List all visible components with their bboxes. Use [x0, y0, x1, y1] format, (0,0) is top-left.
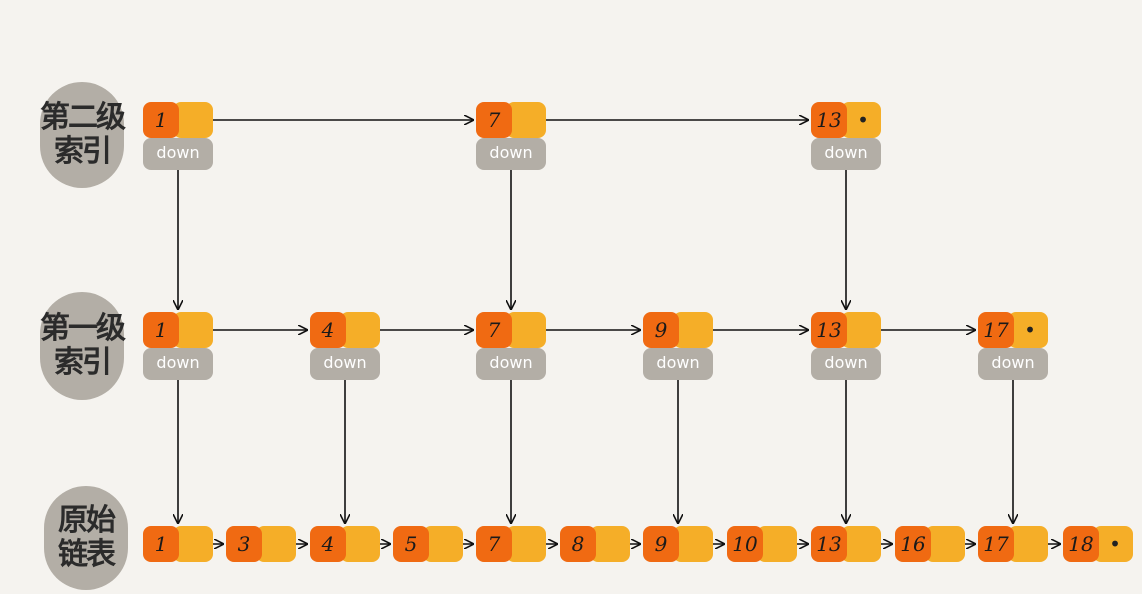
node-value: 10 — [727, 526, 763, 562]
node-value: 9 — [643, 526, 679, 562]
level2-index-label: 第二级 索引 — [40, 82, 126, 188]
next-pointer — [340, 526, 380, 562]
next-pointer — [506, 526, 546, 562]
base-label-line2: 链表 — [58, 537, 116, 572]
next-pointer — [673, 526, 713, 562]
down-pointer: down — [310, 348, 380, 380]
node-value: 4 — [310, 312, 346, 348]
next-pointer — [673, 312, 713, 348]
null-pointer-dot: • — [1109, 532, 1121, 556]
node-value: 7 — [476, 102, 512, 138]
node-value: 7 — [476, 312, 512, 348]
node-value: 3 — [226, 526, 262, 562]
level1-index-label: 第一级 索引 — [40, 292, 126, 400]
level2-label-line1: 第二级 — [40, 100, 126, 135]
next-pointer — [841, 526, 881, 562]
next-pointer — [925, 526, 965, 562]
next-pointer — [256, 526, 296, 562]
node-value: 1 — [143, 102, 179, 138]
next-pointer — [340, 312, 380, 348]
next-pointer — [506, 312, 546, 348]
next-pointer — [1093, 526, 1133, 562]
down-pointer: down — [143, 348, 213, 380]
node-value: 13 — [811, 312, 847, 348]
down-pointer: down — [476, 348, 546, 380]
node-value: 5 — [393, 526, 429, 562]
node-value: 18 — [1063, 526, 1099, 562]
next-pointer — [590, 526, 630, 562]
node-value: 8 — [560, 526, 596, 562]
down-pointer: down — [643, 348, 713, 380]
down-pointer: down — [476, 138, 546, 170]
down-pointer: down — [978, 348, 1048, 380]
next-pointer — [423, 526, 463, 562]
node-value: 13 — [811, 102, 847, 138]
node-value: 16 — [895, 526, 931, 562]
node-value: 1 — [143, 526, 179, 562]
next-pointer — [173, 312, 213, 348]
node-value: 17 — [978, 526, 1014, 562]
down-pointer: down — [811, 138, 881, 170]
next-pointer — [841, 312, 881, 348]
next-pointer — [506, 102, 546, 138]
node-value: 4 — [310, 526, 346, 562]
next-pointer — [841, 102, 881, 138]
base-label-line1: 原始 — [58, 503, 116, 538]
down-pointer: down — [811, 348, 881, 380]
null-pointer-dot: • — [1024, 318, 1036, 342]
node-value: 1 — [143, 312, 179, 348]
node-value: 9 — [643, 312, 679, 348]
next-pointer — [173, 102, 213, 138]
next-pointer — [1008, 526, 1048, 562]
node-value: 17 — [978, 312, 1014, 348]
level1-label-line2: 索引 — [54, 345, 112, 380]
down-pointer: down — [143, 138, 213, 170]
next-pointer — [1008, 312, 1048, 348]
level1-label-line1: 第一级 — [40, 311, 126, 346]
level2-label-line2: 索引 — [54, 134, 112, 169]
node-value: 13 — [811, 526, 847, 562]
next-pointer — [173, 526, 213, 562]
base-list-label: 原始 链表 — [44, 486, 128, 590]
null-pointer-dot: • — [857, 108, 869, 132]
next-pointer — [757, 526, 797, 562]
node-value: 7 — [476, 526, 512, 562]
